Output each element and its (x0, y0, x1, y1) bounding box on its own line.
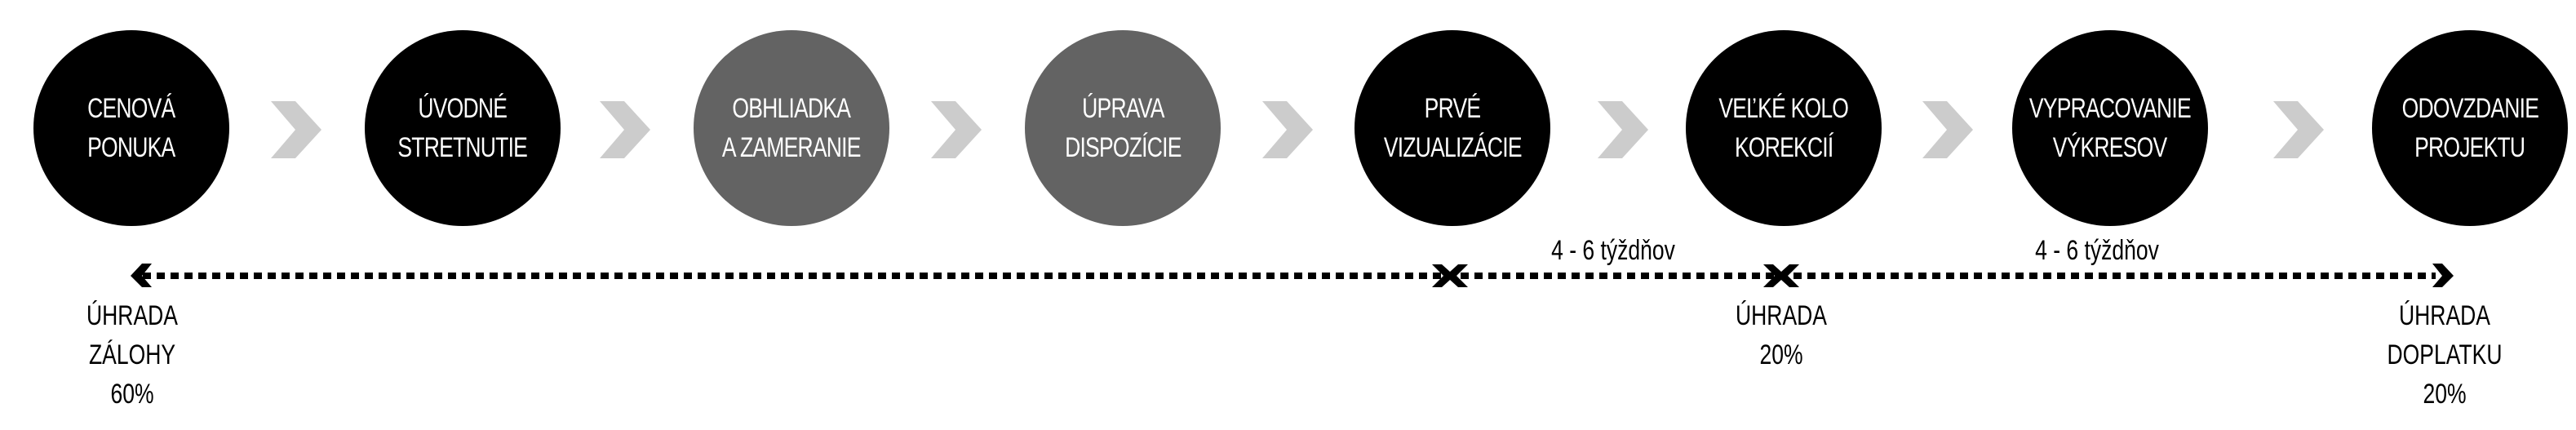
step-uprava-dispozicie: ÚPRAVA DISPOZÍCIE (1025, 30, 1221, 226)
payment-percent: 20% (1759, 339, 1803, 370)
step-odovzdanie-projektu: ODOVZDANIE PROJEKTU (2372, 30, 2568, 226)
step-label: KOREKCIÍ (1734, 132, 1833, 163)
chevron-right-icon (600, 101, 650, 158)
payment-deposit: ÚHRADA ZÁLOHY 60% (86, 296, 178, 414)
step-vypracovanie-vykresov: VYPRACOVANIE VÝKRESOV (2012, 30, 2208, 226)
step-label: VYPRACOVANIE (2029, 93, 2192, 124)
step-label: STRETNUTIE (397, 132, 528, 163)
arrow-right-icon (2432, 264, 2454, 287)
payment-label: ÚHRADA (2398, 300, 2490, 331)
payment-percent: 20% (2423, 379, 2467, 410)
step-label: DISPOZÍCIE (1064, 132, 1182, 163)
payment-percent: 60% (110, 379, 154, 410)
payment-label: ÚHRADA (86, 300, 178, 331)
payment-label: ÚHRADA (1736, 300, 1827, 331)
step-label: PONUKA (87, 132, 175, 163)
step-label: CENOVÁ (87, 93, 175, 124)
payment-label: DOPLATKU (2387, 339, 2503, 370)
payment-final: ÚHRADA DOPLATKU 20% (2388, 296, 2503, 414)
step-label: VÝKRESOV (2053, 132, 2167, 163)
milestone-x-icon (1763, 264, 1799, 287)
step-label: ÚPRAVA (1081, 93, 1164, 124)
arrow-left-icon (131, 264, 152, 287)
step-label: PRVÉ (1424, 93, 1481, 124)
step-uvodne-stretnutie: ÚVODNÉ STRETNUTIE (365, 30, 561, 226)
chevron-right-icon (271, 101, 321, 158)
duration-label: 4 - 6 týždňov (1551, 235, 1675, 266)
step-label: OBHLIADKA (732, 93, 852, 124)
step-label: VEĽKÉ KOLO (1718, 93, 1850, 124)
step-label: ODOVZDANIE (2401, 93, 2538, 124)
chevron-right-icon (931, 101, 982, 158)
chevron-right-icon (1922, 101, 1973, 158)
step-label: PROJEKTU (2414, 132, 2525, 163)
chevron-right-icon (2273, 101, 2324, 158)
step-velke-kolo-korekcii: VEĽKÉ KOLO KOREKCIÍ (1686, 30, 1882, 226)
milestone-x-icon (1432, 264, 1468, 287)
step-label: A ZAMERANIE (722, 132, 862, 163)
step-cenova-ponuka: CENOVÁ PONUKA (33, 30, 229, 226)
step-obhliadka: OBHLIADKA A ZAMERANIE (694, 30, 889, 226)
chevron-right-icon (1262, 101, 1313, 158)
payment-label: ZÁLOHY (88, 339, 176, 370)
payment-midway: ÚHRADA 20% (1736, 296, 1827, 375)
step-prve-vizualizacie: PRVÉ VIZUALIZÁCIE (1355, 30, 1550, 226)
chevron-right-icon (1598, 101, 1648, 158)
step-label: VIZUALIZÁCIE (1383, 132, 1523, 163)
duration-label: 4 - 6 týždňov (2035, 235, 2159, 266)
step-label: ÚVODNÉ (418, 93, 508, 124)
